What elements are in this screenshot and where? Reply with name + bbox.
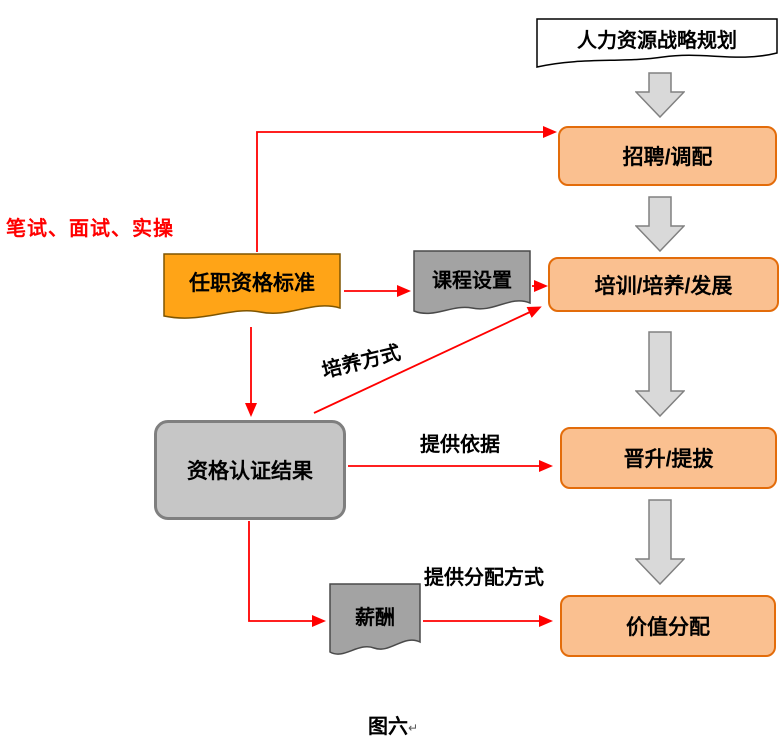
down-block-arrow-2-icon xyxy=(635,196,685,252)
node-label: 资格认证结果 xyxy=(187,460,313,483)
node-promotion: 晋升/提拔 xyxy=(560,427,777,489)
node-label: 人力资源战略规划 xyxy=(577,29,737,52)
arrow-standard-to-recruitment xyxy=(256,126,557,252)
paragraph-mark-icon: ↵ xyxy=(408,721,419,735)
node-label: 薪酬 xyxy=(355,606,395,629)
provide-distribution-label: 提供分配方式 xyxy=(424,567,544,589)
node-label: 价值分配 xyxy=(626,616,710,639)
node-recruitment: 招聘/调配 xyxy=(558,126,777,186)
arrow-result-to-salary xyxy=(248,521,326,627)
figure-caption: 图六↵ xyxy=(368,710,418,739)
node-label: 培训/培养/发展 xyxy=(594,274,733,298)
node-training: 培训/培养/发展 xyxy=(548,257,779,312)
node-qualification-standard: 任职资格标准 xyxy=(163,253,341,325)
node-course-setup: 课程设置 xyxy=(413,250,531,320)
node-certification-result: 资格认证结果 xyxy=(154,420,346,520)
figure-caption-text: 图六 xyxy=(368,716,408,738)
down-block-arrow-1-icon xyxy=(635,72,685,118)
down-block-arrow-3-icon xyxy=(635,331,685,417)
node-hr-strategic-planning: 人力资源战略规划 xyxy=(536,16,778,70)
node-label: 晋升/提拔 xyxy=(623,448,714,471)
document-shape-icon xyxy=(163,253,341,325)
node-label: 课程设置 xyxy=(432,269,512,292)
exam-methods-note: 笔试、面试、实操 xyxy=(6,218,174,240)
node-salary: 薪酬 xyxy=(329,583,421,661)
node-value-distribution: 价值分配 xyxy=(560,595,776,657)
node-label: 任职资格标准 xyxy=(189,272,315,295)
document-shape-icon xyxy=(536,16,778,70)
node-label: 招聘/调配 xyxy=(622,146,713,169)
provide-basis-label: 提供依据 xyxy=(420,434,500,456)
document-shape-icon xyxy=(329,583,421,661)
down-block-arrow-4-icon xyxy=(635,499,685,585)
training-method-label: 培养方式 xyxy=(319,341,403,383)
